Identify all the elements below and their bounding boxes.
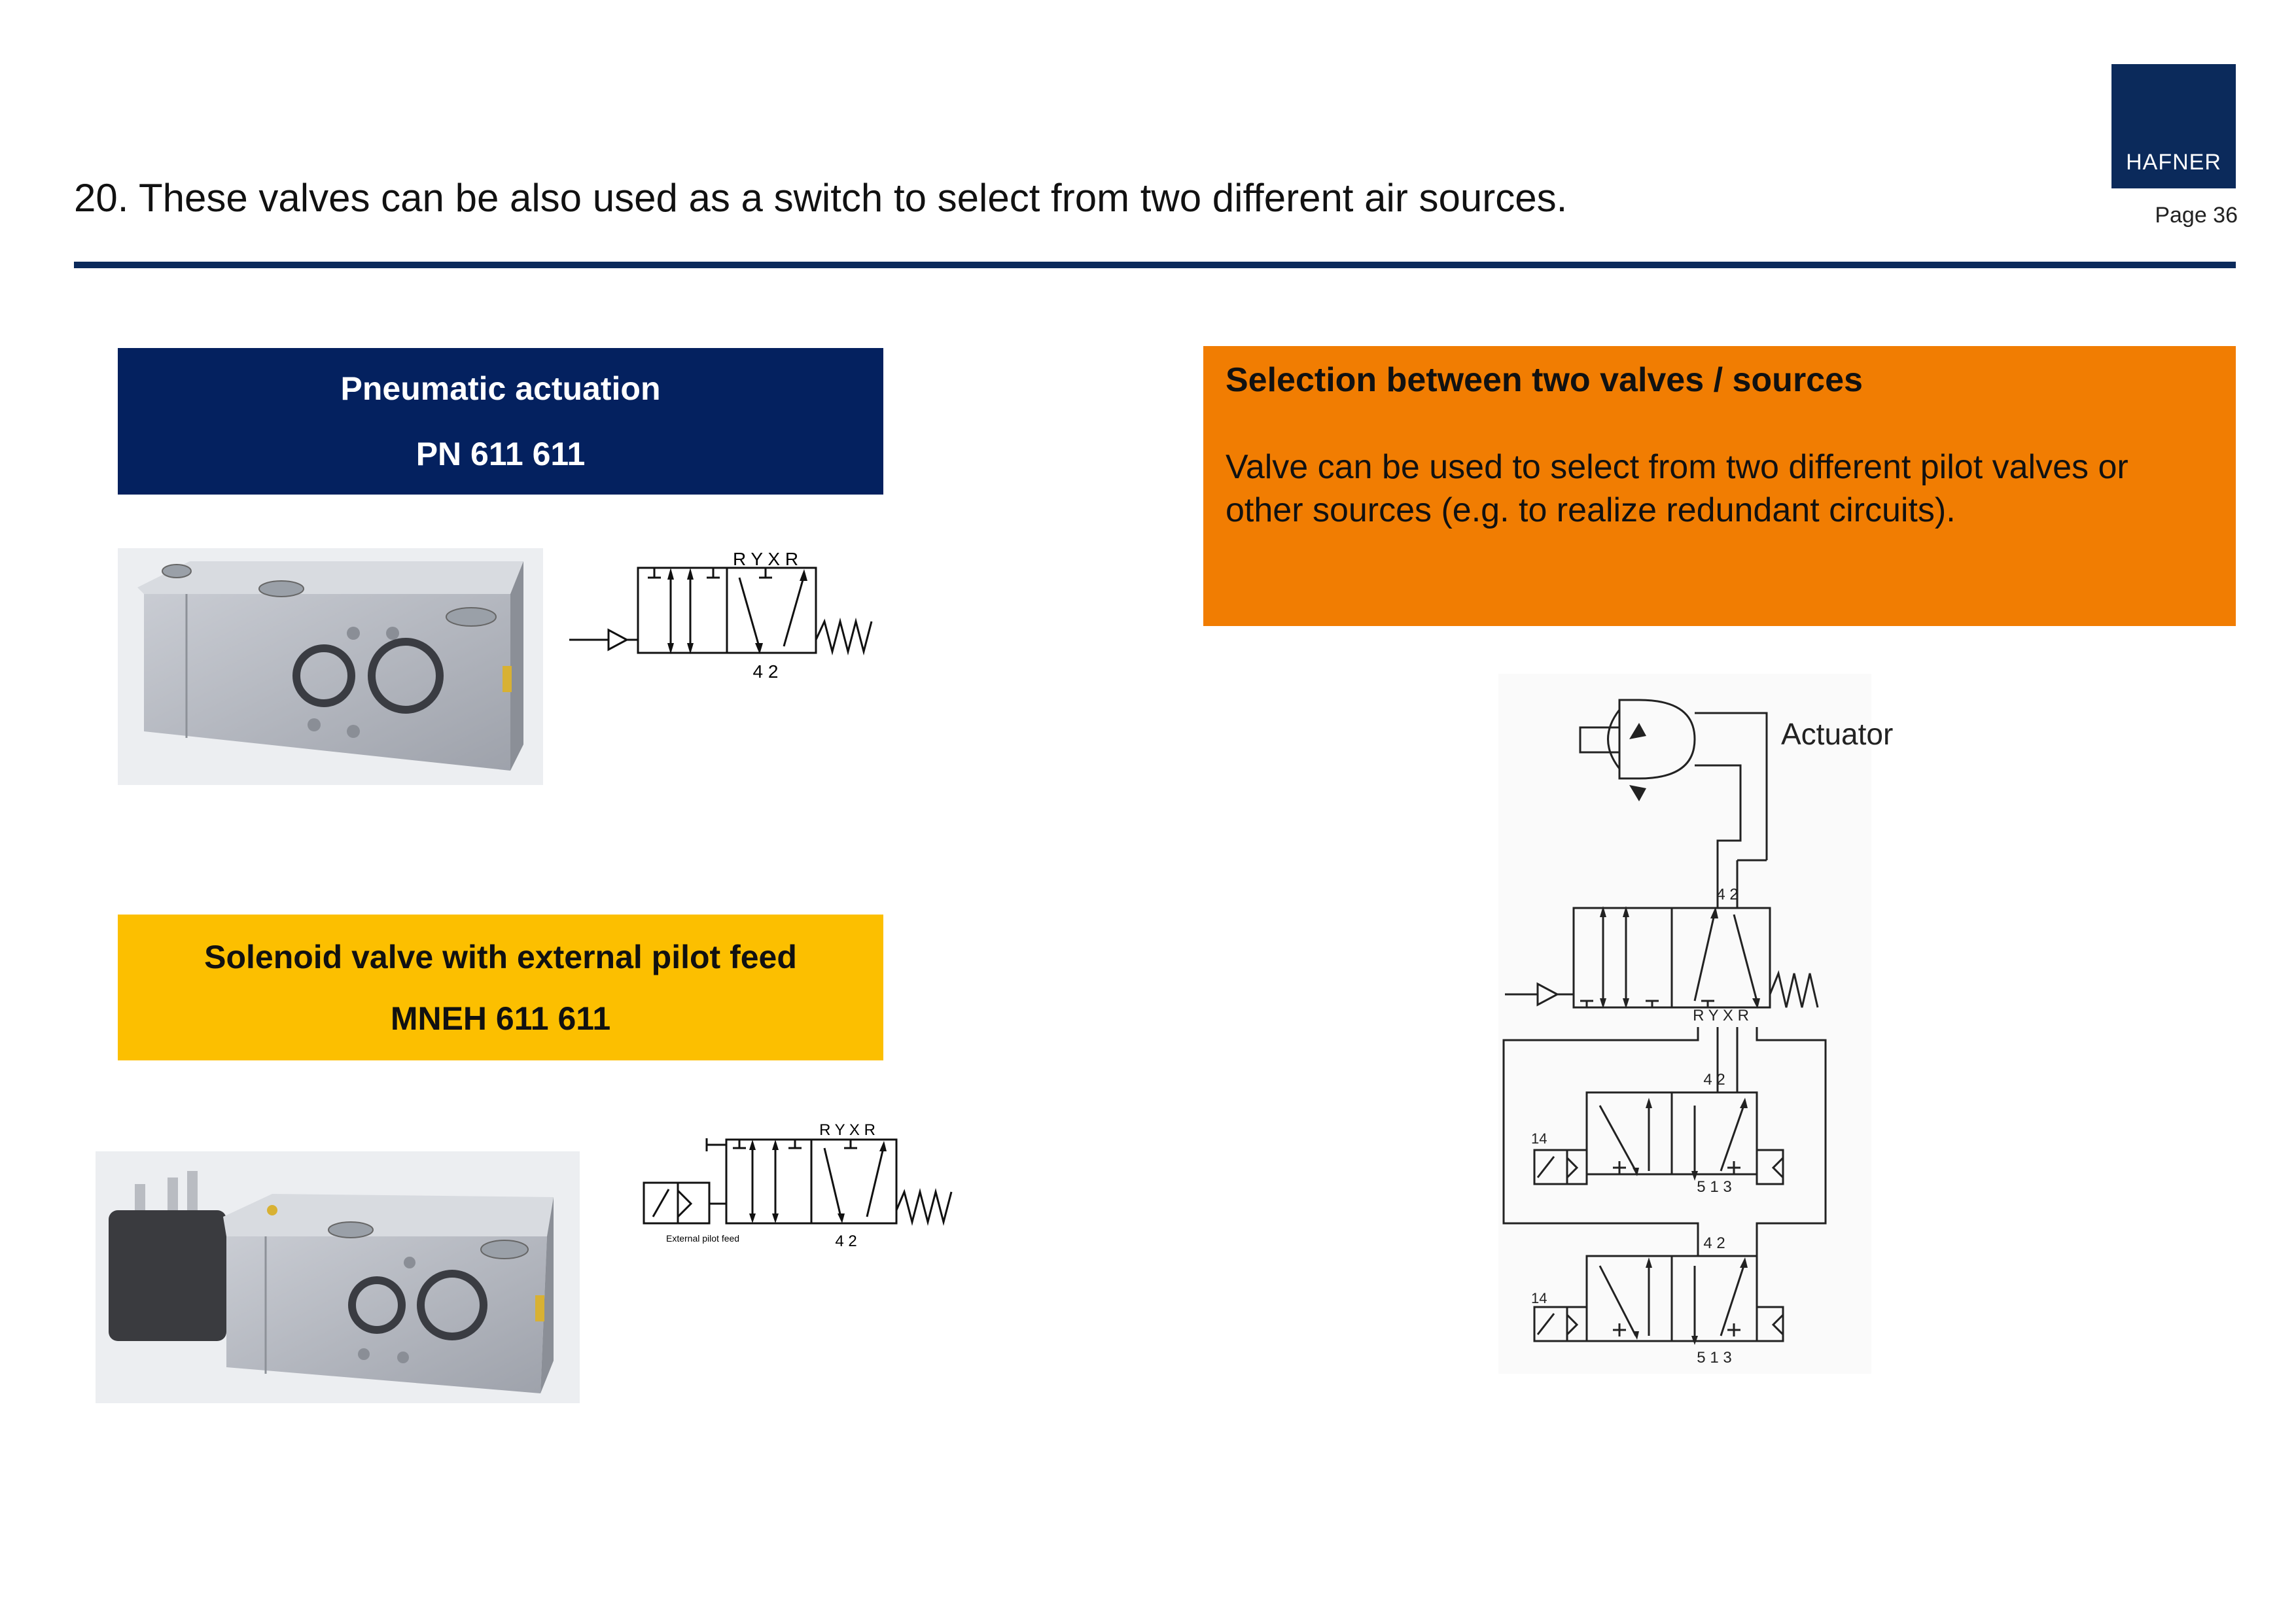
pneumatic-symbol-bottom-ports: 4 2 bbox=[753, 661, 779, 682]
pilot2-side-label: 14 bbox=[1531, 1290, 1547, 1306]
selection-title: Selection between two valves / sources bbox=[1226, 361, 1863, 399]
selection-info-box: Selection between two valves / sources V… bbox=[1203, 346, 2236, 626]
solenoid-title: Solenoid valve with external pilot feed bbox=[204, 938, 797, 975]
pneumatic-part-number: PN 611 611 bbox=[415, 436, 586, 472]
pilot2-bottom-ports: 5 1 3 bbox=[1697, 1349, 1731, 1367]
pneumatic-title: Pneumatic actuation bbox=[340, 370, 661, 407]
actuator-label: Actuator bbox=[1781, 717, 1893, 751]
solenoid-valve-image bbox=[96, 1151, 580, 1403]
page-number: Page 36 bbox=[2155, 203, 2238, 228]
pneumatic-actuation-box: Pneumatic actuation PN 611 611 bbox=[118, 348, 883, 495]
pilot2-top-ports: 4 2 bbox=[1703, 1234, 1725, 1252]
solenoid-part-number: MNEH 611 611 bbox=[390, 1000, 611, 1037]
solenoid-symbol-top-ports: R Y X R bbox=[819, 1121, 875, 1139]
pneumatic-valve-image bbox=[118, 548, 543, 785]
external-pilot-feed-label: External pilot feed bbox=[666, 1233, 739, 1244]
pneumatic-symbol-top-ports: R Y X R bbox=[733, 549, 798, 569]
solenoid-symbol-bottom-ports: 4 2 bbox=[835, 1232, 857, 1250]
header-divider bbox=[74, 262, 2236, 268]
hafner-logo: HAFNER bbox=[2111, 64, 2236, 188]
pilot1-bottom-ports: 5 1 3 bbox=[1697, 1178, 1731, 1196]
solenoid-valve-symbol: R Y X R 4 2 External pilot feed bbox=[643, 1121, 953, 1250]
logo-text: HAFNER bbox=[2126, 150, 2221, 175]
selection-circuit-diagram: Actuator 4 2 R Y X R 4 2 5 1 3 14 4 2 5 … bbox=[1498, 674, 1893, 1374]
solenoid-valve-box: Solenoid valve with external pilot feed … bbox=[118, 915, 883, 1060]
pilot1-top-ports: 4 2 bbox=[1703, 1071, 1725, 1089]
pneumatic-valve-symbol: R Y X R 4 2 bbox=[569, 549, 873, 682]
page-title: 20. These valves can be also used as a s… bbox=[74, 176, 1568, 220]
main-valve-bottom-ports: R Y X R bbox=[1693, 1007, 1749, 1024]
main-valve-top-ports: 4 2 bbox=[1716, 886, 1738, 903]
selection-description: Valve can be used to select from two dif… bbox=[1226, 448, 2128, 529]
pilot1-side-label: 14 bbox=[1531, 1130, 1547, 1147]
